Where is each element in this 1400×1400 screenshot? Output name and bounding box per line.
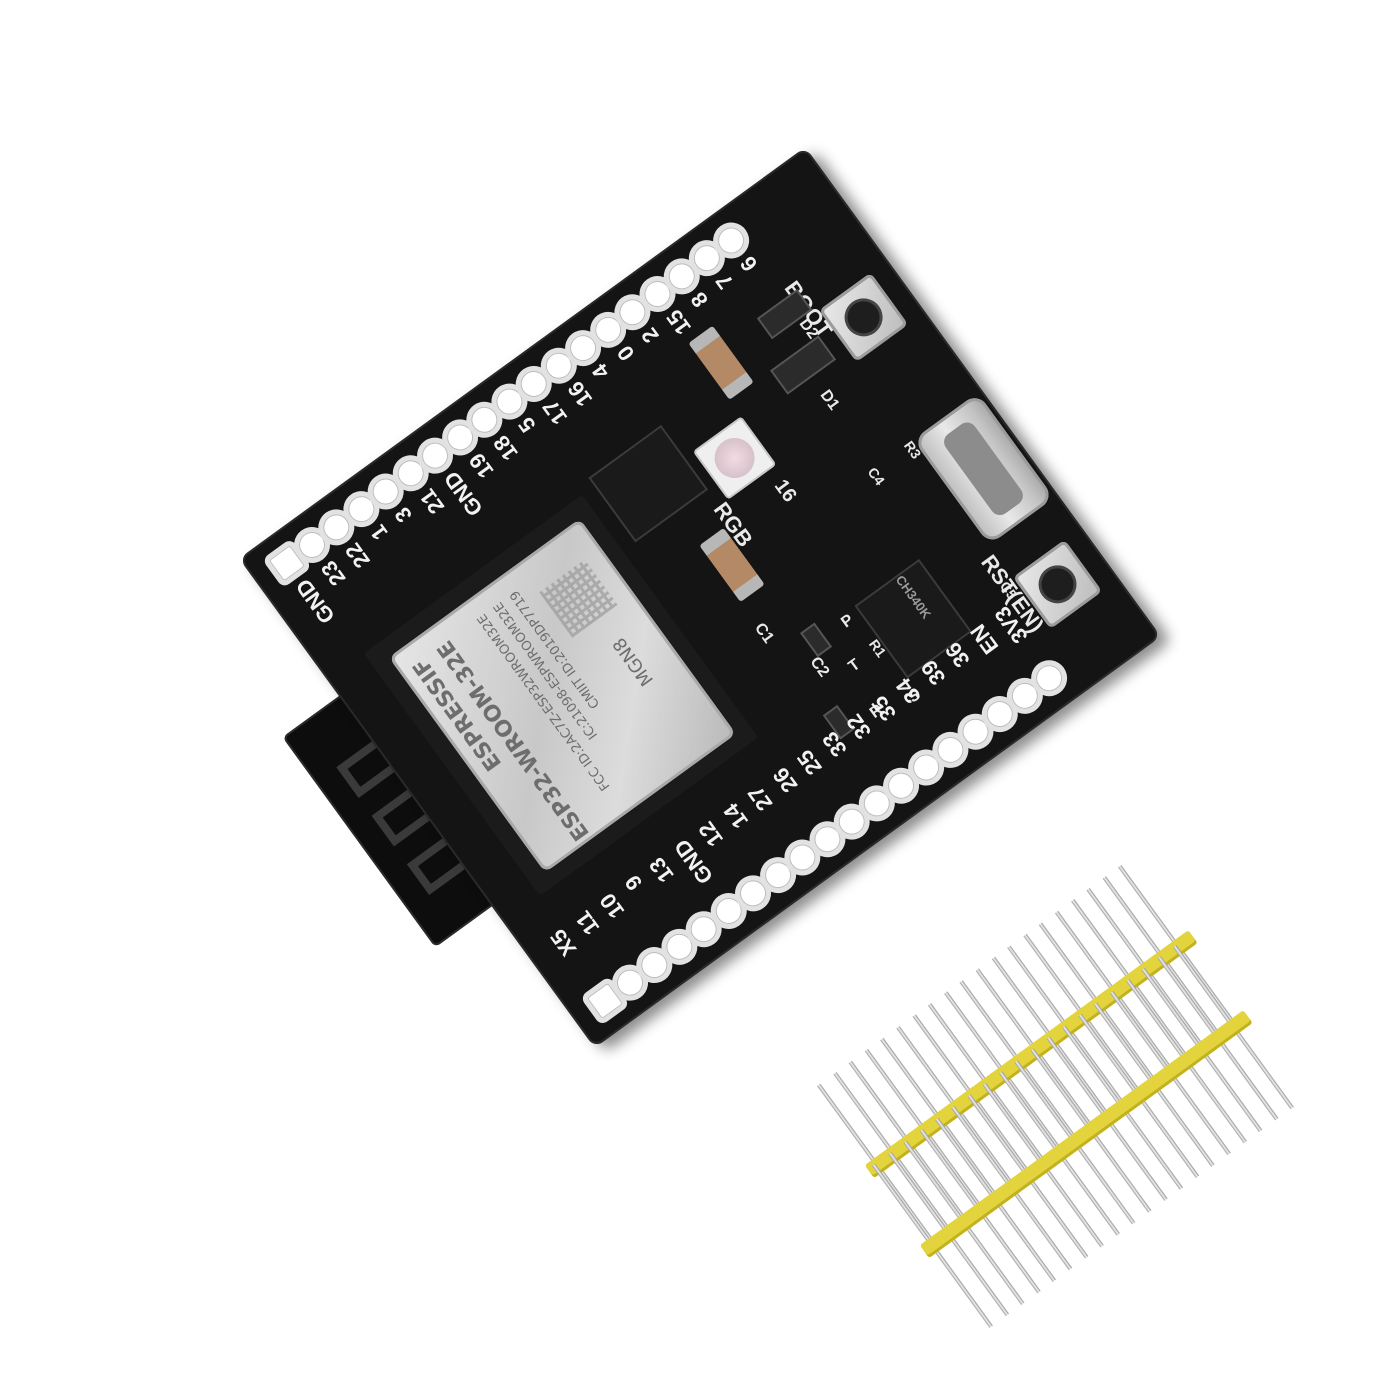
antenna-trace-icon: [336, 695, 504, 896]
chip-label: CH340K: [892, 572, 935, 622]
module-code: MGN8: [608, 633, 658, 690]
boot-button-cap[interactable]: [841, 295, 886, 340]
qr-code: [539, 559, 618, 638]
reset-button-cap[interactable]: [1035, 561, 1080, 607]
pcb-antenna: [282, 666, 533, 948]
esp32-dev-board: ESPRESSIF ESP32-WROOM-32E FCC ID:2AC7Z-E…: [239, 147, 1161, 1048]
